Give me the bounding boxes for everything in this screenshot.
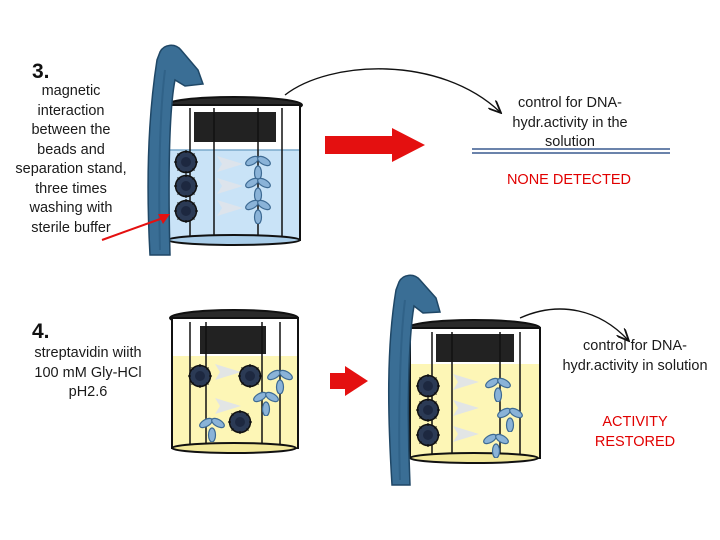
bead-icon — [188, 364, 212, 388]
step3-number: 3. — [32, 60, 50, 83]
bead-icon — [228, 410, 252, 434]
step3-pointer-head — [158, 214, 170, 224]
bead-icon — [174, 174, 198, 198]
bead-icon — [416, 374, 440, 398]
step4-result: ACTIVITY RESTORED — [594, 414, 676, 450]
bead-icon — [174, 199, 198, 223]
step3-pointer-line — [101, 217, 164, 241]
step4-curve-arrow — [519, 308, 628, 340]
step3-control-label: control for DNA-hydr.activity in the sol… — [512, 95, 628, 150]
bead-icon — [238, 364, 262, 388]
step3-description: magnetic interaction between the beads a… — [15, 83, 127, 236]
arrow-icon — [330, 366, 368, 396]
bead-icon — [174, 150, 198, 174]
bead-icon — [416, 398, 440, 422]
step3-beaker — [165, 96, 303, 246]
step4-control-label: control for DNA-hydr.activity in solutio… — [562, 338, 708, 374]
step4-right-beads — [416, 374, 440, 447]
step3-beads — [174, 150, 198, 223]
bead-icon — [416, 423, 440, 447]
step3-result: NONE DETECTED — [506, 172, 632, 188]
step4-number: 4. — [32, 320, 50, 343]
step3-magnet-stand — [147, 44, 205, 256]
arrow-icon — [325, 128, 425, 162]
step4-description: streptavidin wiith 100 mM Gly-HCl pH2.6 — [34, 345, 142, 400]
step4-magnet-stand — [387, 274, 441, 486]
step3-curve-arrow — [284, 68, 500, 112]
